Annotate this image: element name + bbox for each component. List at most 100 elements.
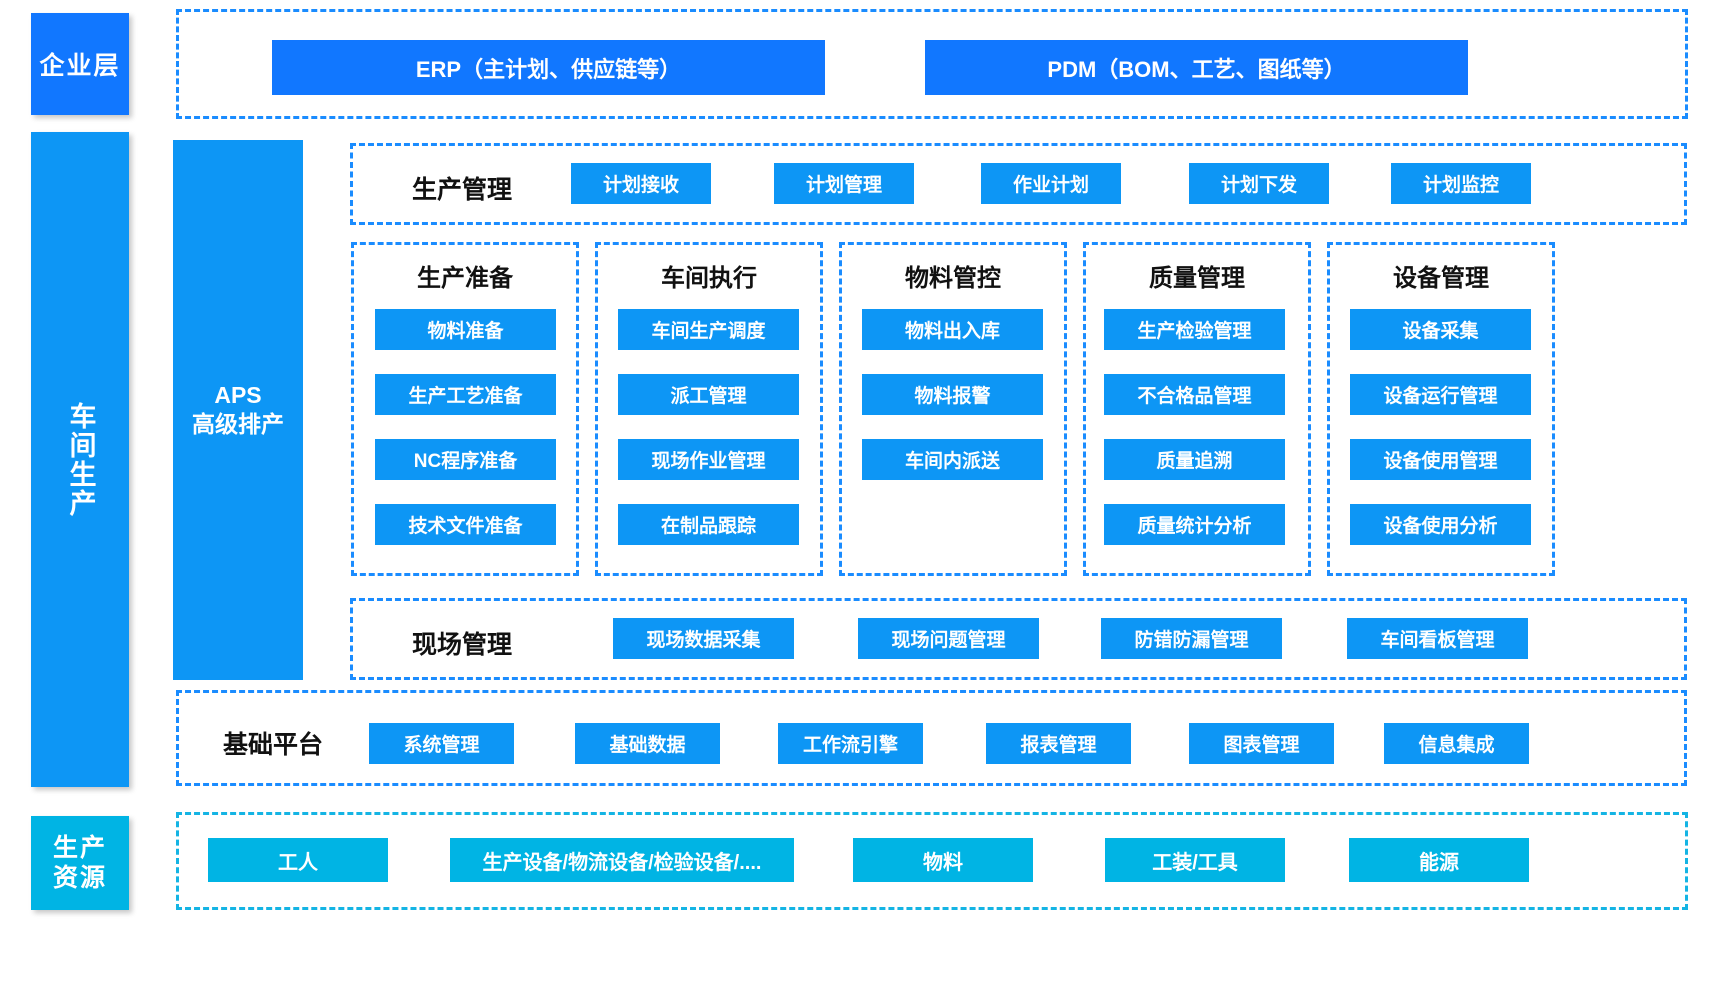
column-title-3: 质量管理 <box>1149 265 1245 292</box>
resource-item-4[interactable]: 能源 <box>1349 838 1529 882</box>
column-1-item-0-label: 车间生产调度 <box>651 321 766 342</box>
column-1-item-0[interactable]: 车间生产调度 <box>618 309 799 350</box>
column-2-item-1[interactable]: 物料报警 <box>862 374 1043 415</box>
site-item-1-label: 现场问题管理 <box>891 630 1006 651</box>
column-3-item-2-label: 质量追溯 <box>1156 451 1233 472</box>
resource-item-3[interactable]: 工装/工具 <box>1105 838 1285 882</box>
column-2-item-2[interactable]: 车间内派送 <box>862 439 1043 480</box>
column-3-item-1-label: 不合格品管理 <box>1137 386 1252 407</box>
system-pdm-label: PDM（BOM、工艺、图纸等） <box>1047 56 1346 82</box>
aps-line2: 高级排产 <box>192 411 284 437</box>
site-item-1[interactable]: 现场问题管理 <box>858 618 1039 659</box>
pm-item-2[interactable]: 作业计划 <box>981 163 1121 204</box>
column-2-item-1-label: 物料报警 <box>914 386 991 407</box>
system-erp[interactable]: ERP（主计划、供应链等） <box>272 40 825 95</box>
column-1-item-2-label: 现场作业管理 <box>651 451 766 472</box>
resource-item-3-label: 工装/工具 <box>1152 851 1238 874</box>
column-4-item-2[interactable]: 设备使用管理 <box>1350 439 1531 480</box>
column-3-item-2[interactable]: 质量追溯 <box>1104 439 1285 480</box>
resource-item-0-label: 工人 <box>278 851 318 874</box>
site-item-3-label: 车间看板管理 <box>1380 630 1495 651</box>
base-item-5[interactable]: 信息集成 <box>1384 723 1529 764</box>
base-item-3-label: 报表管理 <box>1020 735 1097 756</box>
resource-item-1[interactable]: 生产设备/物流设备/检验设备/.... <box>450 838 794 882</box>
system-erp-label: ERP（主计划、供应链等） <box>415 56 682 82</box>
column-0-item-3-label: 技术文件准备 <box>408 516 523 537</box>
layer-tag-enterprise: 企业层 <box>31 13 129 115</box>
column-4-item-2-label: 设备使用管理 <box>1383 451 1498 472</box>
aps-block[interactable]: APS 高级排产 <box>173 140 303 680</box>
base-item-3[interactable]: 报表管理 <box>986 723 1131 764</box>
resources-group <box>176 812 1688 910</box>
column-3-item-0-label: 生产检验管理 <box>1137 321 1252 342</box>
column-2-item-0-label: 物料出入库 <box>904 321 1000 342</box>
base-item-4[interactable]: 图表管理 <box>1189 723 1334 764</box>
column-title-0: 生产准备 <box>417 265 513 292</box>
base-item-1-label: 基础数据 <box>609 735 686 756</box>
column-title-1: 车间执行 <box>661 265 757 292</box>
resource-item-4-label: 能源 <box>1419 851 1459 874</box>
pm-item-3[interactable]: 计划下发 <box>1189 163 1329 204</box>
column-3-item-3-label: 质量统计分析 <box>1137 516 1252 537</box>
pm-item-4[interactable]: 计划监控 <box>1391 163 1531 204</box>
column-3-item-1[interactable]: 不合格品管理 <box>1104 374 1285 415</box>
base-item-1[interactable]: 基础数据 <box>575 723 720 764</box>
column-title-2: 物料管控 <box>905 265 1001 292</box>
column-4-item-3[interactable]: 设备使用分析 <box>1350 504 1531 545</box>
column-1-item-3[interactable]: 在制品跟踪 <box>618 504 799 545</box>
site-item-0-label: 现场数据采集 <box>646 630 761 651</box>
site-item-0[interactable]: 现场数据采集 <box>613 618 794 659</box>
aps-line1: APS <box>214 382 262 409</box>
resource-item-0[interactable]: 工人 <box>208 838 388 882</box>
base-platform-title: 基础平台 <box>222 731 323 759</box>
column-3-item-3[interactable]: 质量统计分析 <box>1104 504 1285 545</box>
column-1-item-1[interactable]: 派工管理 <box>618 374 799 415</box>
column-0-item-1[interactable]: 生产工艺准备 <box>375 374 556 415</box>
pm-item-4-label: 计划监控 <box>1422 175 1499 196</box>
site-management-title: 现场管理 <box>411 631 512 659</box>
column-0-item-2-label: NC程序准备 <box>413 451 518 472</box>
column-0-item-0[interactable]: 物料准备 <box>375 309 556 350</box>
column-4-item-3-label: 设备使用分析 <box>1383 516 1498 537</box>
column-4-item-0[interactable]: 设备采集 <box>1350 309 1531 350</box>
column-2-item-0[interactable]: 物料出入库 <box>862 309 1043 350</box>
pm-item-2-label: 作业计划 <box>1012 175 1089 196</box>
column-4-item-1[interactable]: 设备运行管理 <box>1350 374 1531 415</box>
site-item-2-label: 防错防漏管理 <box>1134 630 1249 651</box>
column-0-item-1-label: 生产工艺准备 <box>408 386 523 407</box>
column-0-item-0-label: 物料准备 <box>427 321 504 342</box>
layer-tag-resources: 生产资源 <box>31 816 129 910</box>
pm-item-0-label: 计划接收 <box>602 175 679 196</box>
pm-item-1[interactable]: 计划管理 <box>774 163 914 204</box>
base-item-4-label: 图表管理 <box>1223 735 1300 756</box>
pm-item-1-label: 计划管理 <box>805 175 882 196</box>
production-management-title: 生产管理 <box>411 176 512 204</box>
column-1-item-3-label: 在制品跟踪 <box>660 516 756 537</box>
base-item-0-label: 系统管理 <box>403 735 480 756</box>
column-2-item-2-label: 车间内派送 <box>904 451 1000 472</box>
layer-tag-resources-label: 生产资源 <box>52 834 107 892</box>
column-1-item-1-label: 派工管理 <box>670 386 747 407</box>
pm-item-3-label: 计划下发 <box>1220 175 1297 196</box>
column-0-item-2[interactable]: NC程序准备 <box>375 439 556 480</box>
pm-item-0[interactable]: 计划接收 <box>571 163 711 204</box>
layer-tag-workshop: 车间生产 <box>31 132 129 787</box>
column-4-item-0-label: 设备采集 <box>1402 321 1479 342</box>
site-item-2[interactable]: 防错防漏管理 <box>1101 618 1282 659</box>
resource-item-1-label: 生产设备/物流设备/检验设备/.... <box>482 851 762 874</box>
layer-tag-workshop-label: 车间生产 <box>65 401 96 518</box>
site-item-3[interactable]: 车间看板管理 <box>1347 618 1528 659</box>
base-item-2-label: 工作流引擎 <box>802 735 898 756</box>
resource-item-2[interactable]: 物料 <box>853 838 1033 882</box>
column-title-4: 设备管理 <box>1393 265 1489 292</box>
layer-tag-enterprise-label: 企业层 <box>39 52 121 80</box>
system-pdm[interactable]: PDM（BOM、工艺、图纸等） <box>925 40 1468 95</box>
column-1-item-2[interactable]: 现场作业管理 <box>618 439 799 480</box>
column-0-item-3[interactable]: 技术文件准备 <box>375 504 556 545</box>
base-item-0[interactable]: 系统管理 <box>369 723 514 764</box>
base-item-2[interactable]: 工作流引擎 <box>778 723 923 764</box>
resource-item-2-label: 物料 <box>923 851 963 874</box>
column-4-item-1-label: 设备运行管理 <box>1383 386 1498 407</box>
column-3-item-0[interactable]: 生产检验管理 <box>1104 309 1285 350</box>
